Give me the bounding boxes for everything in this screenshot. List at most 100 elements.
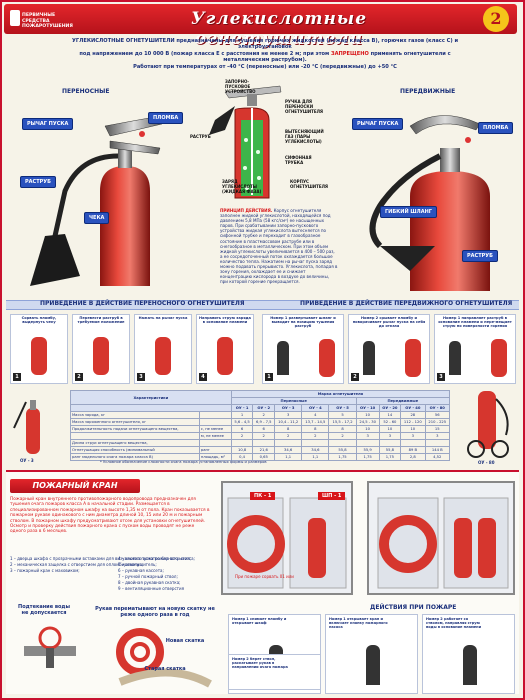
- callout-lever: РЫЧАГ ПУСКА: [22, 118, 74, 130]
- spec-value: 10,8: [230, 446, 254, 454]
- legend-item: 5 – огнетушитель;: [118, 562, 157, 567]
- reroll-title: Рукав перематывают на новую скатку не ре…: [95, 606, 215, 618]
- spec-value: 55,8: [378, 446, 402, 454]
- spec-name: [70, 432, 200, 440]
- step-number: 4: [199, 373, 207, 381]
- spec-value: 10,4 - 11,2: [274, 418, 303, 426]
- label-gas: ВЫТЕСНЯЮЩИЙ ГАЗ (ПАРЫ УГЛЕКИСЛОТЫ): [285, 129, 324, 144]
- spec-value: 10: [400, 425, 426, 433]
- extinguisher-icon: [31, 337, 47, 375]
- model-header: ОУ - 20: [378, 404, 402, 412]
- hose-roll-illustration: [116, 628, 212, 688]
- legend-item: 8 – двойная рукавная скатка;: [118, 580, 181, 585]
- firefighter-icon: [277, 341, 289, 375]
- action-caption: Номер 2 работает со стволом, направляя с…: [426, 617, 482, 630]
- spec-value: 3: [274, 411, 303, 419]
- spec-value: 1,1: [274, 453, 303, 461]
- section-mobile: ПЕРЕДВИЖНЫЕ: [400, 88, 456, 95]
- spec-value: 3: [355, 432, 380, 440]
- callout-horn: РАСТРУБ: [20, 176, 56, 188]
- firefighter-icon: [366, 645, 380, 685]
- model-header: ОУ - 5: [328, 404, 357, 412]
- spec-value: 28: [400, 411, 426, 419]
- spec-unit: [198, 439, 232, 447]
- spec-value: 5,6 - 4,5: [230, 418, 254, 426]
- spec-value: 6: [252, 425, 276, 433]
- spec-value: [274, 439, 303, 447]
- callout-seal-mobile: ПЛОМБА: [478, 122, 514, 134]
- legend-item: 6 – рукавная кассета;: [118, 568, 164, 573]
- actions-title: ДЕЙСТВИЯ ПРИ ПОЖАРЕ: [370, 604, 457, 611]
- spec-value: 14: [378, 411, 402, 419]
- ou3-icon: [13, 400, 40, 454]
- spec-value: 3: [400, 432, 426, 440]
- step-caption: Нажать на рычаг пуска: [138, 316, 188, 320]
- spec-value: 15,5 - 17,2: [328, 418, 357, 426]
- model-header: ОУ - 3: [274, 404, 303, 412]
- intro-line-2: под напряжением до 10 000 В (пожар класс…: [60, 51, 470, 64]
- spec-value: 24,5 - 30: [355, 418, 380, 426]
- portable-step: Направить струю заряда в основание пламе…: [196, 314, 254, 384]
- spec-name: Длина струи огнетушащего вещества,: [70, 439, 200, 447]
- spec-value: 2: [252, 411, 276, 419]
- page-title: Углекислотные огнетушители: [190, 9, 368, 49]
- spec-value: 10: [378, 425, 402, 433]
- old-roll-label: Старая скатка: [144, 666, 186, 672]
- spec-value: [355, 439, 380, 447]
- step-caption: Номер 1 развертывает шланг и выводит на …: [270, 316, 336, 329]
- model-header: ОУ - 1: [230, 404, 254, 412]
- spec-value: 3: [424, 432, 451, 440]
- spec-value: [424, 439, 451, 447]
- model-header: ОУ - 40: [400, 404, 426, 412]
- spec-value: [230, 439, 254, 447]
- model-header: ОУ - 10: [355, 404, 380, 412]
- section-portable: ПЕРЕНОСНЫЕ: [62, 88, 110, 95]
- spec-unit: м, не менее: [198, 432, 232, 440]
- spec-value: 2,8: [400, 453, 426, 461]
- firefighter-icon: [363, 341, 375, 375]
- firefighter-icon: [463, 645, 477, 685]
- cabinet-shp1-label: ШП - 1: [318, 492, 346, 500]
- spec-value: [301, 439, 330, 447]
- spec-value: [252, 439, 276, 447]
- principle-body: Корпус огнетушителя заполнен жидкой угле…: [220, 208, 338, 285]
- step-caption: Направить струю заряда в основание пламе…: [199, 316, 251, 325]
- leak-title: Подтекание воды не допускается: [18, 604, 70, 616]
- spec-value: 4,52: [424, 453, 451, 461]
- spec-name: Огнетушащая способность (минимальный: [70, 446, 200, 454]
- extinguisher-icon: [217, 337, 233, 375]
- spec-value: 6,9 - 7,5: [252, 418, 276, 426]
- extinguisher-icon: [93, 337, 109, 375]
- spec-value: 1,1: [301, 453, 330, 461]
- spec-value: 2: [274, 432, 303, 440]
- fire-cabinets-illustration: [221, 481, 515, 595]
- legend-item: 9 – вентиляционные отверстия: [118, 586, 184, 591]
- step-number: 2: [351, 373, 359, 381]
- spec-value: 210 - 225: [424, 418, 451, 426]
- spec-value: 52 - 60: [378, 418, 402, 426]
- action-band: [6, 300, 519, 310]
- band-title-portable: ПРИВЕДЕНИЕ В ДЕЙСТВИЕ ПЕРЕНОСНОГО ОГНЕТУ…: [40, 300, 245, 307]
- th-blank: [70, 404, 232, 412]
- intro-line-2a: под напряжением до 10 000 В (пожар класс…: [79, 50, 331, 57]
- spec-value: 55,8: [328, 446, 357, 454]
- spec-value: [378, 439, 402, 447]
- crane-description: Пожарный кран внутреннего противопожарно…: [10, 497, 210, 535]
- legend-left: 1 – дверца шкафа с прозрачными вставками…: [10, 556, 191, 574]
- spec-row: Длина струи огнетушащего вещества,: [70, 439, 451, 447]
- spec-value: 56: [424, 411, 451, 419]
- spec-unit: ранг: [198, 446, 232, 454]
- action-panel: Номер 2 берет ствол, раскатывает рукав в…: [228, 654, 321, 690]
- legend-item: 4 – кнопка пуска пожарного насоса;: [118, 556, 195, 561]
- table-footnote: * Условное обозначение сложности очага п…: [100, 460, 267, 464]
- extinguisher-icon: [155, 337, 171, 375]
- spec-value: [328, 439, 357, 447]
- step-number: 3: [137, 373, 145, 381]
- action-caption: Номер 1 снимает пломбу и открывает шкаф: [232, 617, 287, 626]
